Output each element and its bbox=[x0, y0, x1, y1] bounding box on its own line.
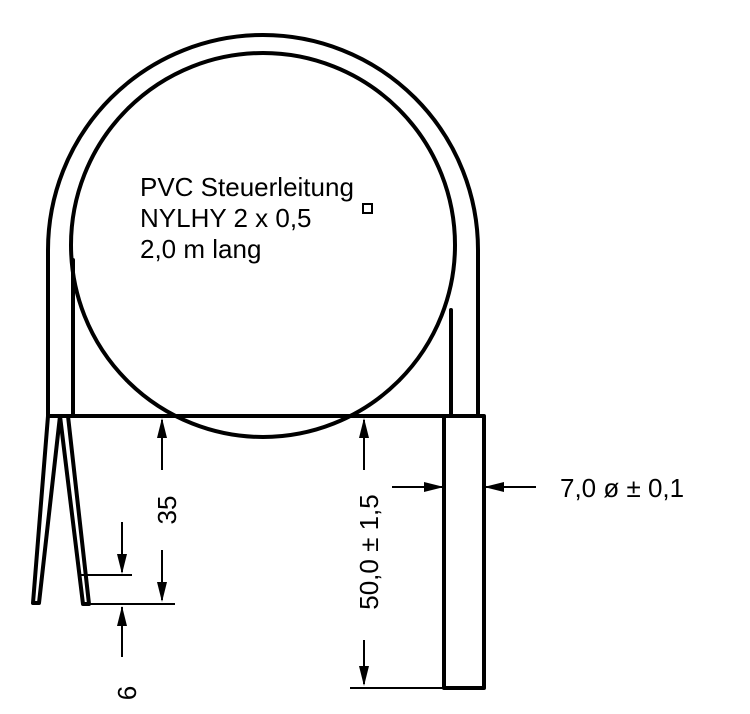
arrow-head bbox=[424, 482, 444, 492]
arrow-head bbox=[157, 418, 167, 438]
cable-coil bbox=[46, 33, 480, 439]
dimension-50-text: 50,0 ± 1,5 bbox=[354, 494, 384, 609]
dimension-6-text: 6 bbox=[112, 686, 142, 700]
square-mm-symbol bbox=[362, 203, 373, 214]
label-line-2: NYLHY 2 x 0,5 bbox=[140, 203, 312, 233]
dimension-diameter: 7,0 ø ± 0,1 bbox=[392, 473, 684, 503]
arrow-head bbox=[157, 582, 167, 602]
dimension-6: 6 bbox=[112, 522, 142, 700]
dimension-diameter-text: 7,0 ø ± 0,1 bbox=[560, 473, 684, 503]
wire-left bbox=[31, 414, 62, 605]
dimension-35-text: 35 bbox=[152, 496, 182, 525]
label-line-3: 2,0 m lang bbox=[140, 234, 261, 264]
arrow-head bbox=[484, 482, 504, 492]
label-line-1: PVC Steuerleitung bbox=[140, 172, 354, 202]
wire-right bbox=[58, 414, 91, 606]
arrow-head bbox=[117, 606, 127, 626]
sensor-body bbox=[442, 414, 486, 690]
arrow-head bbox=[359, 666, 369, 686]
dimension-50: 50,0 ± 1,5 bbox=[350, 418, 444, 689]
label-text: PVC Steuerleitung NYLHY 2 x 0,5 2,0 m la… bbox=[140, 172, 373, 264]
cable-coil-inner bbox=[69, 51, 457, 439]
dimension-35: 35 bbox=[89, 418, 182, 605]
stripped-wires bbox=[31, 414, 132, 606]
arrow-head bbox=[117, 554, 127, 574]
cable-coil-outer bbox=[46, 33, 480, 418]
arrow-head bbox=[359, 418, 369, 438]
sensor-probe bbox=[71, 414, 486, 690]
